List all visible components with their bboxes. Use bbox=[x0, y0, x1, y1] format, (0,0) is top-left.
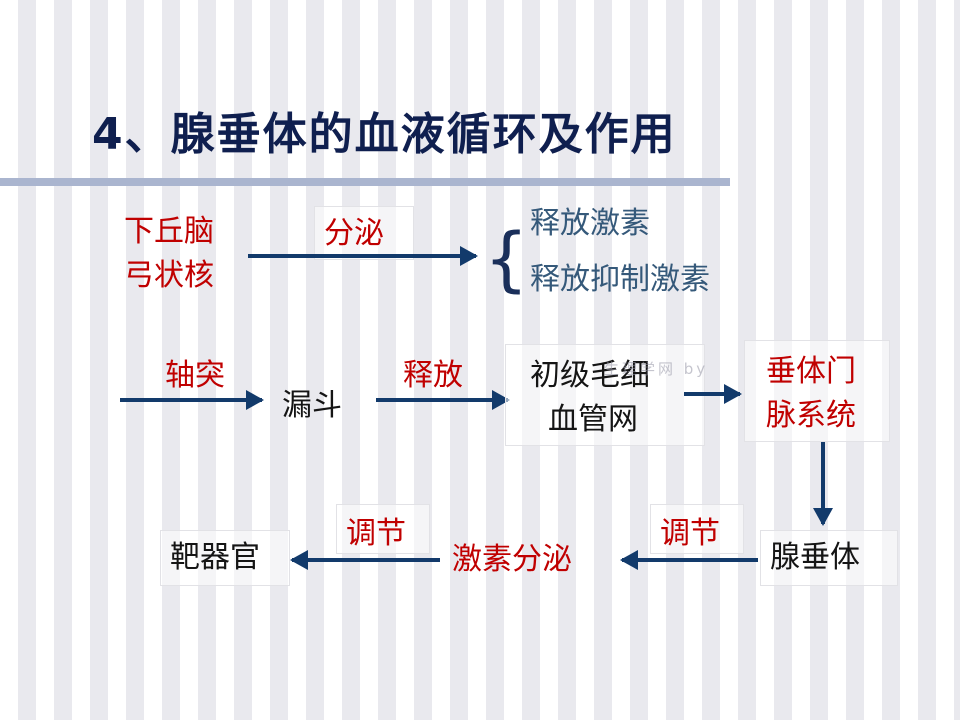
target-organ-label: 靶器官 bbox=[170, 540, 260, 575]
capillary-label-line2: 血管网 bbox=[548, 402, 638, 437]
release-label: 释放 bbox=[403, 358, 463, 393]
portal-system-label-line2: 脉系统 bbox=[766, 398, 856, 433]
portal-system-box bbox=[744, 340, 890, 442]
capillary-label-line1: 初级毛细 bbox=[530, 358, 650, 393]
secrete-arrow bbox=[248, 246, 478, 266]
infundibulum-label: 漏斗 bbox=[282, 388, 342, 423]
page-title: 4、腺垂体的血液循环及作用 bbox=[92, 109, 677, 160]
axon-label: 轴突 bbox=[165, 358, 225, 393]
brace-symbol: { bbox=[484, 218, 529, 300]
title-divider bbox=[0, 178, 730, 186]
regulate-label-right: 调节 bbox=[660, 516, 720, 551]
regulate-arrow-left bbox=[290, 550, 440, 570]
target-organ-box bbox=[160, 530, 290, 586]
portal-to-pituitary-arrow bbox=[813, 442, 833, 526]
capillary-box bbox=[505, 344, 705, 446]
hypothalamus-label-line1: 下丘脑 bbox=[124, 214, 214, 249]
release-arrow bbox=[376, 390, 510, 410]
adenohypophysis-label: 腺垂体 bbox=[770, 540, 860, 575]
hypothalamus-label-line2: 弓状核 bbox=[124, 258, 214, 293]
secrete-label-box bbox=[314, 206, 414, 260]
release-inhibiting-hormone-label: 释放抑制激素 bbox=[530, 262, 710, 297]
regulate-arrow-right bbox=[620, 550, 758, 570]
watermark: 生理学网 by bbox=[604, 360, 709, 378]
adenohypophysis-box bbox=[760, 530, 898, 586]
capillary-arrow bbox=[684, 384, 742, 404]
regulate-label-left: 调节 bbox=[346, 516, 406, 551]
secrete-label: 分泌 bbox=[324, 216, 384, 251]
portal-system-label-line1: 垂体门 bbox=[766, 354, 856, 389]
axon-arrow bbox=[120, 390, 264, 410]
releasing-hormone-label: 释放激素 bbox=[530, 206, 650, 241]
regulate-label-right-box bbox=[650, 504, 744, 554]
regulate-label-left-box bbox=[336, 504, 430, 554]
hormone-secretion-label: 激素分泌 bbox=[452, 542, 572, 577]
